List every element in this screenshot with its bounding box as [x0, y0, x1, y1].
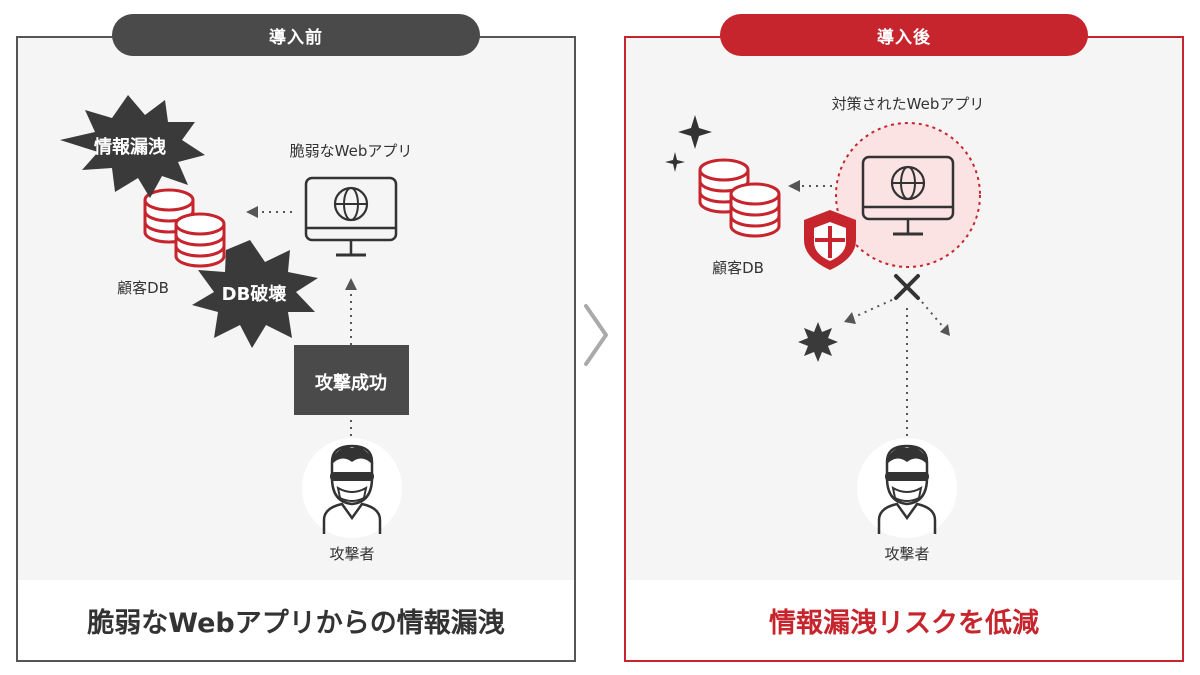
- arrow-head-icon: [788, 180, 800, 192]
- vulnerable-app-label: 脆弱なWebアプリ: [289, 142, 413, 160]
- database-icon: [698, 158, 781, 238]
- arrow-head-icon: [844, 312, 856, 324]
- attacker-icon: [855, 436, 959, 540]
- before-panel: 脆弱なWebアプリからの情報漏洩: [16, 36, 576, 662]
- before-badge: 導入前: [112, 14, 480, 56]
- before-caption: 脆弱なWebアプリからの情報漏洩: [18, 580, 574, 660]
- after-caption: 情報漏洩リスクを低減: [626, 580, 1182, 660]
- db-broken-burst-label: DB破壊: [221, 284, 287, 305]
- small-burst-icon: [798, 322, 838, 362]
- attack-success-box: [294, 345, 409, 415]
- deflect-arrow: [851, 299, 893, 319]
- after-badge: 導入後: [720, 14, 1088, 56]
- attacker-label: 攻撃者: [329, 545, 375, 563]
- database-icon: [143, 188, 226, 268]
- leak-burst-icon: [60, 95, 205, 198]
- db-broken-burst-icon: [192, 240, 318, 348]
- leak-burst-label: 情報漏洩: [94, 137, 166, 158]
- arrow-head-icon: [345, 278, 357, 290]
- sparkle-icon: [678, 115, 712, 149]
- sparkle-icon: [665, 152, 685, 172]
- customer-db-label: 顧客DB: [117, 279, 169, 297]
- arrow-head-icon: [246, 206, 258, 218]
- protected-app-label: 対策されたWebアプリ: [831, 95, 985, 113]
- customer-db-label: 顧客DB: [712, 259, 764, 277]
- chevron-right-icon: [584, 304, 608, 366]
- attack-success-label: 攻撃成功: [315, 373, 387, 394]
- deflect-arrow: [921, 301, 945, 329]
- blocked-x-icon: [894, 274, 920, 300]
- attacker-icon: [300, 436, 404, 540]
- protection-zone: [835, 122, 981, 268]
- shield-icon: [804, 210, 856, 270]
- monitor-icon: [304, 176, 398, 257]
- arrow-head-icon: [940, 324, 950, 336]
- attacker-label: 攻撃者: [884, 545, 930, 563]
